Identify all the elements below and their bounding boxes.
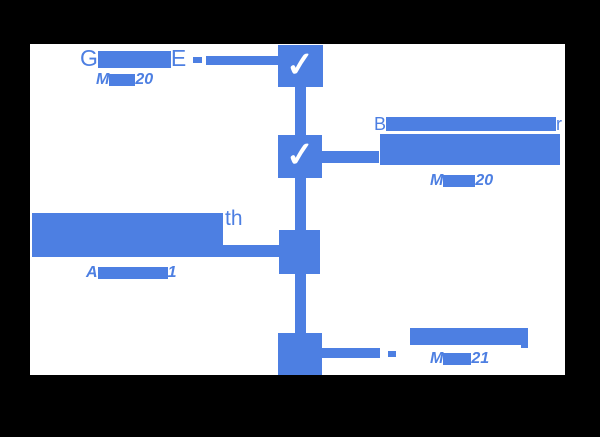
milestone-box-2: ✓	[278, 135, 322, 178]
redacted-text-block	[97, 51, 171, 68]
milestone-3-date-suffix: 1	[167, 264, 177, 281]
redacted-text-block	[97, 267, 168, 279]
milestone-4-date-suffix: 21	[471, 350, 490, 367]
connector-line-4	[322, 348, 380, 358]
milestone-3-date-prefix: A	[86, 264, 98, 281]
milestone-2-date: M 20	[430, 173, 493, 189]
connector-line-3	[223, 245, 279, 257]
milestone-3-title-suffix: th	[225, 207, 243, 230]
connector-line-2	[322, 151, 379, 163]
checkmark-icon: ✓	[284, 44, 317, 85]
redacted-letter-tail	[521, 344, 528, 348]
milestone-2-title-suffix: r	[556, 114, 563, 134]
milestone-1-title-suffix: E	[170, 45, 187, 71]
redacted-text-block	[443, 353, 472, 365]
timeline-vertical-line	[295, 66, 306, 375]
connector-dash-4	[388, 351, 396, 357]
redacted-text-block	[443, 175, 476, 187]
milestone-box-3	[279, 230, 320, 274]
milestone-1-date-suffix: 20	[135, 71, 154, 88]
milestone-4-date-prefix: M	[430, 350, 444, 367]
redacted-text-block	[410, 328, 528, 345]
connector-dash-1	[193, 57, 202, 63]
redacted-text-block	[380, 134, 560, 165]
connector-line-1	[206, 56, 278, 65]
milestone-1-date: M 20	[96, 72, 153, 88]
redacted-text-block	[32, 213, 223, 257]
checkmark-icon: ✓	[284, 135, 316, 175]
milestone-box-1: ✓	[278, 45, 323, 87]
milestone-3-title: th	[225, 207, 243, 230]
milestone-box-4	[278, 333, 322, 375]
milestone-2-date-suffix: 20	[475, 172, 494, 189]
milestone-4-date: M 21	[430, 351, 489, 367]
milestone-2-date-prefix: M	[430, 172, 444, 189]
milestone-1-date-prefix: M	[96, 71, 110, 88]
milestone-1-title-prefix: G	[80, 45, 98, 71]
redacted-text-block	[386, 117, 557, 131]
milestone-2-title-prefix: B	[374, 114, 387, 134]
redacted-text-block	[109, 74, 136, 86]
